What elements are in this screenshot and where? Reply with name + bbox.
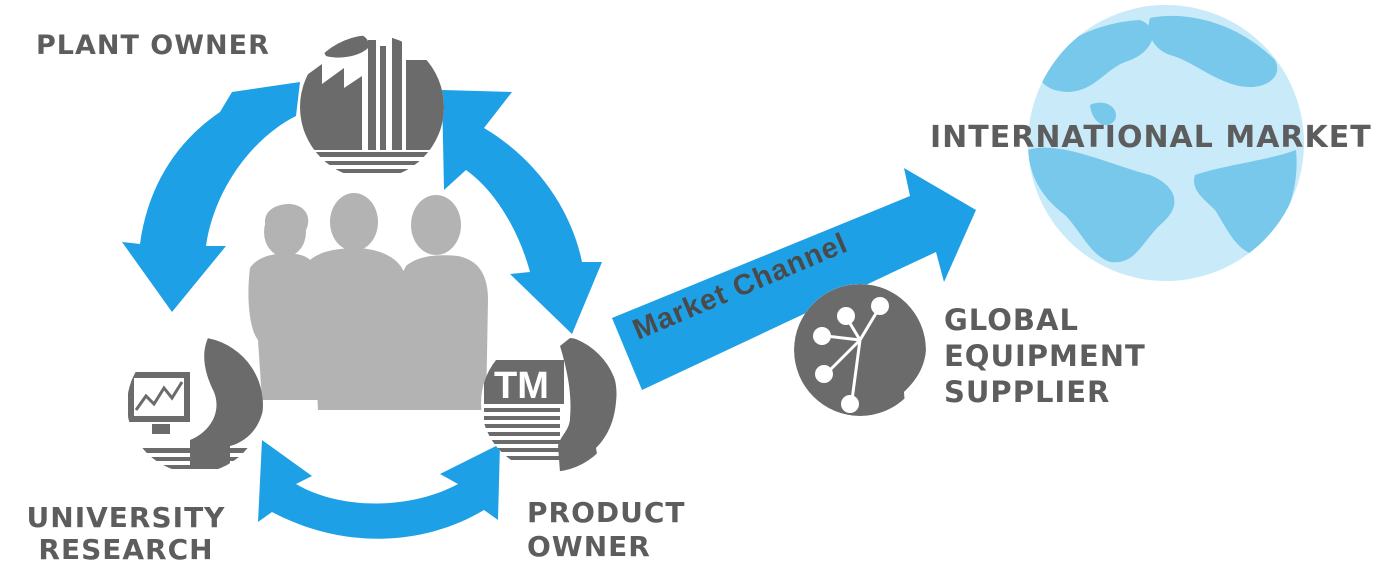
network-head-icon bbox=[794, 284, 926, 416]
globe-icon bbox=[1028, 5, 1304, 281]
university-research-line-1: UNIVERSITY bbox=[26, 501, 226, 534]
trademark-head-icon: TM bbox=[481, 334, 619, 472]
global-supplier-label: GLOBAL EQUIPMENT SUPPLIER bbox=[944, 302, 1146, 410]
product-owner-line-1: PRODUCT bbox=[527, 496, 686, 529]
trademark-symbol: TM bbox=[494, 365, 549, 407]
university-research-line-2: RESEARCH bbox=[38, 533, 214, 566]
product-owner-label: PRODUCT OWNER bbox=[527, 496, 686, 564]
business-people-icon bbox=[248, 193, 488, 410]
global-supplier-line-3: SUPPLIER bbox=[944, 375, 1111, 409]
cycle-arrows bbox=[122, 82, 602, 539]
arrow-plant-university bbox=[122, 82, 300, 312]
university-research-label: UNIVERSITY RESEARCH bbox=[12, 502, 240, 566]
arrow-university-product bbox=[258, 440, 500, 539]
global-supplier-line-2: EQUIPMENT bbox=[944, 339, 1146, 373]
plant-owner-label: PLANT OWNER bbox=[36, 30, 270, 61]
product-owner-line-2: OWNER bbox=[527, 530, 651, 563]
monitor-chart-icon bbox=[127, 337, 263, 473]
factory-icon bbox=[300, 35, 444, 179]
international-market-label: INTERNATIONAL MARKET bbox=[930, 120, 1372, 155]
global-supplier-line-1: GLOBAL bbox=[944, 303, 1079, 337]
arrow-plant-product bbox=[442, 90, 602, 334]
